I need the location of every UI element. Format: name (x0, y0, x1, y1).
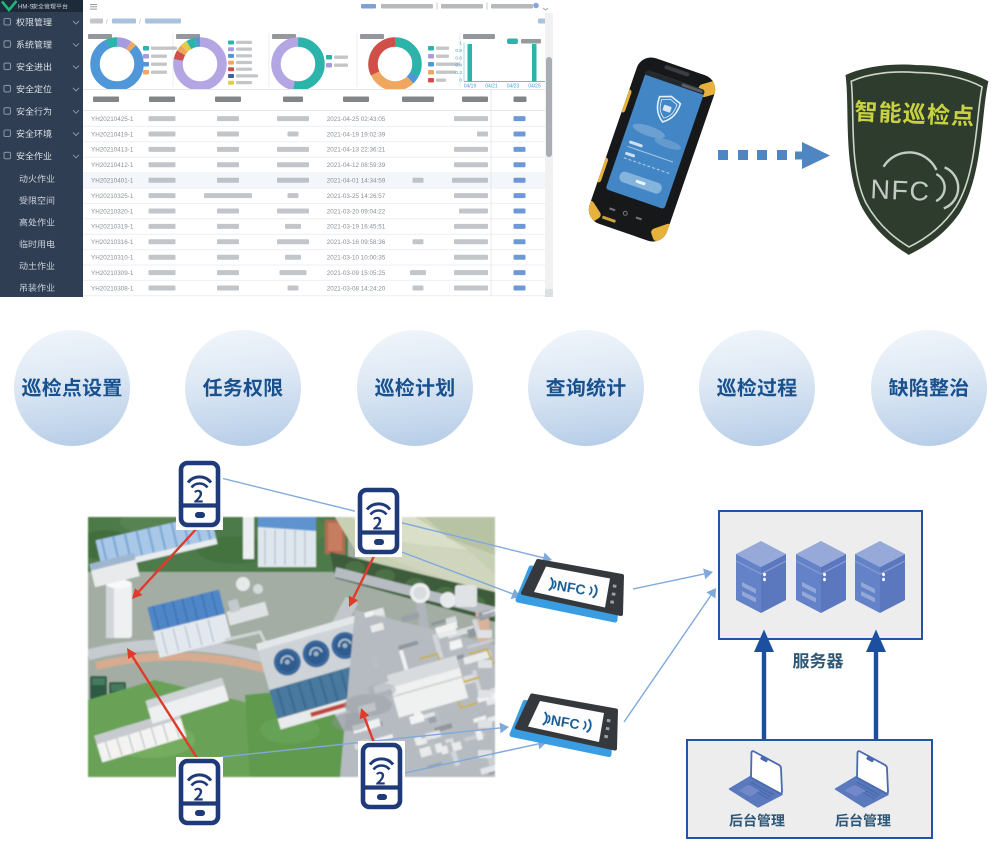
svg-text:/: / (139, 20, 141, 26)
svg-text:YH20210320-1: YH20210320-1 (91, 208, 134, 215)
svg-text:YH20210308-1: YH20210308-1 (91, 285, 134, 292)
svg-text:/: / (106, 20, 108, 26)
svg-text:0.6: 0.6 (455, 55, 462, 61)
svg-text:2021-03-08 14:24:20: 2021-03-08 14:24:20 (327, 285, 386, 292)
svg-text:0.8: 0.8 (455, 48, 462, 54)
svg-text:2021-04-12 08:59:39: 2021-04-12 08:59:39 (327, 162, 386, 169)
svg-text:2021-03-19 16:45:51: 2021-03-19 16:45:51 (327, 224, 386, 231)
svg-text:0: 0 (459, 78, 462, 84)
svg-text:2021-03-20 09:04:22: 2021-03-20 09:04:22 (327, 208, 386, 215)
svg-text:HM-S: HM-S (18, 5, 33, 11)
svg-text:YH20210425-1: YH20210425-1 (91, 116, 134, 123)
svg-text:NFC: NFC (556, 577, 587, 598)
svg-text:04/19: 04/19 (464, 84, 477, 90)
svg-text:YH20210316-1: YH20210316-1 (91, 239, 134, 246)
svg-text:2021-04-01 14:34:59: 2021-04-01 14:34:59 (327, 178, 386, 185)
svg-text:04/23: 04/23 (507, 84, 520, 90)
svg-text:2021-04-19 19:02:39: 2021-04-19 19:02:39 (327, 131, 386, 138)
svg-text:0.2: 0.2 (455, 70, 462, 76)
svg-text:YH20210310-1: YH20210310-1 (91, 255, 134, 262)
svg-text:04/25: 04/25 (528, 84, 541, 90)
svg-text:2021-03-16 09:58:36: 2021-03-16 09:58:36 (327, 239, 386, 246)
svg-text:2021-03-10 10:00:35: 2021-03-10 10:00:35 (327, 255, 386, 262)
svg-text:YH20210413-1: YH20210413-1 (91, 147, 134, 154)
svg-text:2021-03-09 15:05:25: 2021-03-09 15:05:25 (327, 270, 386, 277)
svg-text:YH20210412-1: YH20210412-1 (91, 162, 134, 169)
svg-text:0.4: 0.4 (455, 63, 462, 69)
svg-text:YH20210401-1: YH20210401-1 (91, 178, 134, 185)
svg-text:YH20210325-1: YH20210325-1 (91, 193, 134, 200)
svg-text:YH20210319-1: YH20210319-1 (91, 224, 134, 231)
svg-text:YH20210309-1: YH20210309-1 (91, 270, 134, 277)
svg-text:04/21: 04/21 (485, 84, 498, 90)
svg-text:NFC: NFC (870, 174, 931, 207)
svg-text:2021-04-25 02:43:05: 2021-04-25 02:43:05 (327, 116, 386, 123)
svg-text:YH20210419-1: YH20210419-1 (91, 131, 134, 138)
svg-text:2021-04-13 22:36:21: 2021-04-13 22:36:21 (327, 147, 386, 154)
svg-text:1: 1 (459, 41, 462, 47)
svg-text:2021-03-25 14:26:57: 2021-03-25 14:26:57 (327, 193, 386, 200)
